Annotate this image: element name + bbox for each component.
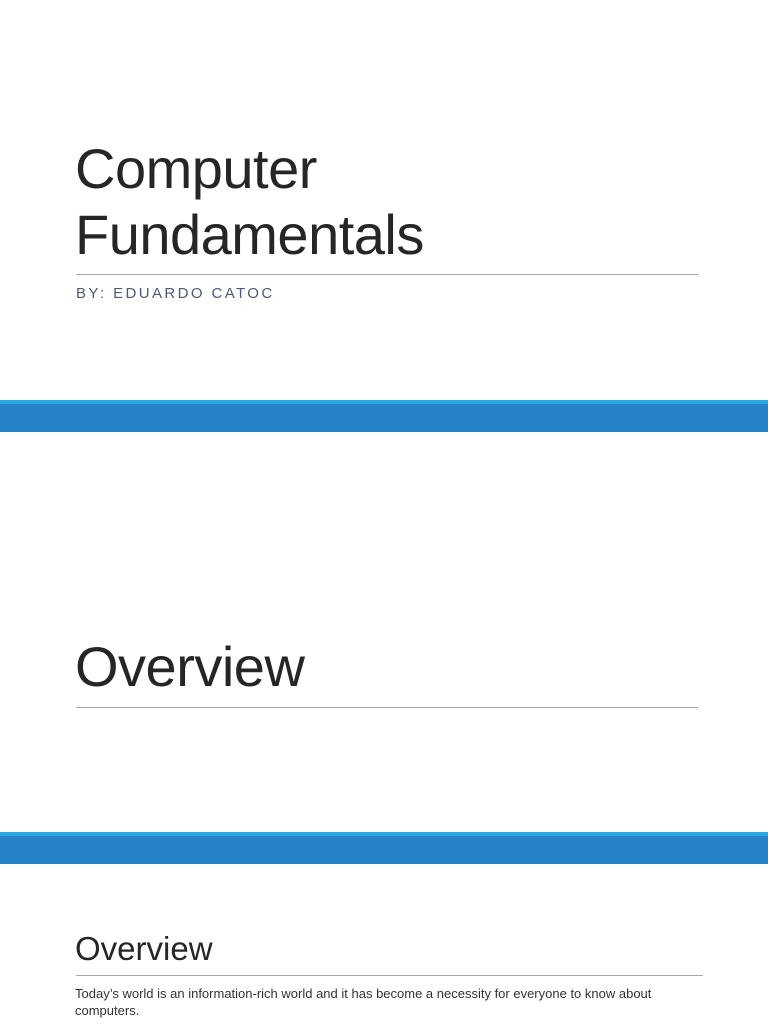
slide-heading: Overview [75, 930, 213, 967]
slide-2: Overview [0, 432, 768, 832]
slide-separator [0, 400, 768, 432]
title-divider [76, 707, 698, 708]
slide-title: Computer Fundamentals [75, 136, 424, 268]
slide-separator [0, 832, 768, 864]
slide-1: Computer Fundamentals BY: EDUARDO CATOC [0, 0, 768, 400]
heading-divider [76, 975, 703, 976]
slide-3: Overview Today’s world is an information… [0, 864, 768, 1024]
slide-subtitle: BY: EDUARDO CATOC [76, 285, 275, 302]
title-divider [76, 274, 698, 275]
title-line-2: Fundamentals [75, 203, 424, 266]
slide-body-text: Today’s world is an information-rich wor… [75, 986, 652, 1018]
slide-title: Overview [75, 635, 305, 698]
title-line-1: Computer [75, 137, 317, 200]
